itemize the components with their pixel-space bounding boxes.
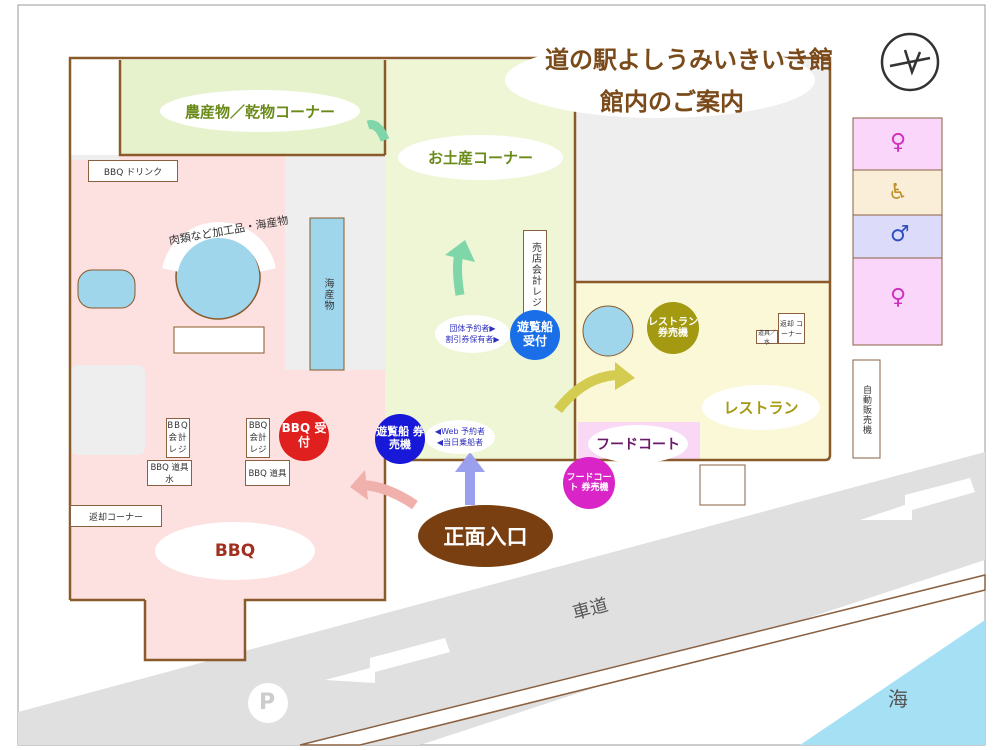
zone-souvenir: お土産コーナー <box>398 135 563 180</box>
web-reservation: ◀Web 予約者 <box>434 427 486 436</box>
zone-bbq: BBQ <box>155 522 315 580</box>
entrance-label: 正面入口 <box>443 525 528 549</box>
sea-label: 海 <box>888 687 908 711</box>
bbq-register-2: BBQ 会計 レジ <box>246 418 270 458</box>
restaurant-ticket-badge: レストラン 券売機 <box>647 302 699 354</box>
rest-tools: 道具／水 <box>756 330 778 346</box>
foodcourt-ticket-badge: フードコート 券売機 <box>563 457 615 509</box>
male-restroom-icon: ♂ <box>890 222 910 247</box>
bbq-tools-water: BBQ 道具 水 <box>147 460 192 486</box>
arrow-produce <box>366 120 390 142</box>
sidewalk-curb <box>299 574 986 746</box>
zone-souvenir-label: お土産コーナー <box>427 149 533 167</box>
zone-bbq-label: BBQ <box>214 541 256 561</box>
sea <box>800 620 985 745</box>
same-day: ◀当日乗船者 <box>436 438 484 447</box>
accessible-restroom-icon: ♿ <box>888 180 908 205</box>
title-line1: 道の駅よしうみいきいき館 <box>545 46 833 74</box>
boat-info-group: 団体予約者▶ 割引券保有者▶ <box>435 315 510 353</box>
arrow-restaurant <box>554 370 621 414</box>
boat-ticket-badge: 遊覧船 券売機 <box>375 414 425 464</box>
seafood-label: 海産物 <box>322 278 333 311</box>
zone-produce: 農産物／乾物コーナー <box>160 90 360 132</box>
road <box>18 452 985 745</box>
boat-info-web: ◀Web 予約者 ◀当日乗船者 <box>425 420 495 454</box>
vending-machine: 自動販売機 <box>861 385 871 435</box>
bbq-drink: BBQ ドリンク <box>88 160 178 182</box>
small-tank <box>77 269 136 309</box>
zone-restaurant-label: レストラン <box>723 399 799 417</box>
bbq-register-1: BBQ 会計 レジ <box>166 418 190 458</box>
bbq-reception-badge: BBQ 受付 <box>279 411 329 461</box>
seafood-tank <box>309 217 345 371</box>
title-line2: 館内のご案内 <box>600 88 744 116</box>
zone-produce-label: 農産物／乾物コーナー <box>184 102 335 121</box>
road-arrow-left <box>860 478 975 520</box>
discount-holder: 割引券保有者▶ <box>445 335 500 344</box>
bbq-tools: BBQ 道具 <box>245 460 290 486</box>
entrance-button[interactable]: 正面入口 <box>418 505 553 567</box>
road-arrow-left <box>325 638 450 683</box>
female-restroom-icon: ♀ <box>890 130 907 155</box>
boat-reception-badge: 遊覧船 受付 <box>510 310 560 360</box>
parking-icon <box>248 683 288 723</box>
restaurant-pool <box>582 305 634 357</box>
group-reservation: 団体予約者▶ <box>449 324 496 333</box>
female-restroom-icon: ♀ <box>890 285 907 310</box>
zone-food-court: フードコート <box>588 425 688 463</box>
return-corner: 返却コーナー <box>70 505 162 527</box>
parking-label: P <box>259 690 276 715</box>
zone-food-court-label: フードコート <box>596 437 680 453</box>
shop-register: 売店会計レジ <box>523 230 547 320</box>
zone-restaurant: レストラン <box>702 385 820 430</box>
rest-return: 返却 コーナー <box>778 313 805 344</box>
